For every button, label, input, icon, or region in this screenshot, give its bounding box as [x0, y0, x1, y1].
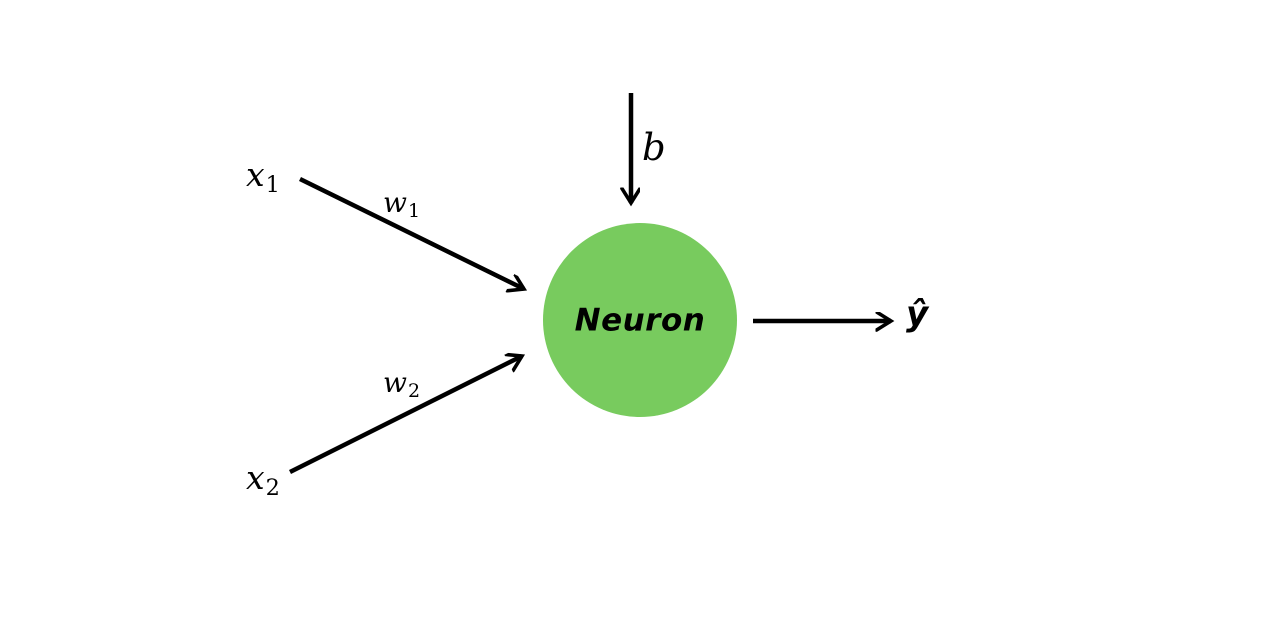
output-label-yhat: ŷ — [906, 294, 929, 334]
input-x1-base: x — [246, 155, 265, 194]
bias-label: b — [642, 126, 666, 169]
input-label-x2: x2 — [246, 461, 280, 500]
weight-label-w1: w1 — [383, 189, 420, 221]
neuron-title: Neuron — [574, 302, 706, 339]
neuron-circle — [543, 223, 737, 417]
input-x1-subscript: 1 — [265, 172, 280, 199]
input-arrow-x2 — [288, 356, 522, 475]
weight-label-w2: w2 — [383, 369, 420, 401]
input-label-x1: x1 — [246, 158, 280, 197]
weight-w1-subscript: 1 — [407, 200, 421, 223]
input-x2-base: x — [246, 458, 265, 497]
input-x2-subscript: 2 — [265, 475, 280, 502]
weight-w2-base: w — [383, 366, 407, 399]
input-arrow-x1 — [299, 176, 524, 289]
weight-w1-base: w — [383, 186, 407, 219]
weight-w2-subscript: 2 — [407, 380, 421, 403]
